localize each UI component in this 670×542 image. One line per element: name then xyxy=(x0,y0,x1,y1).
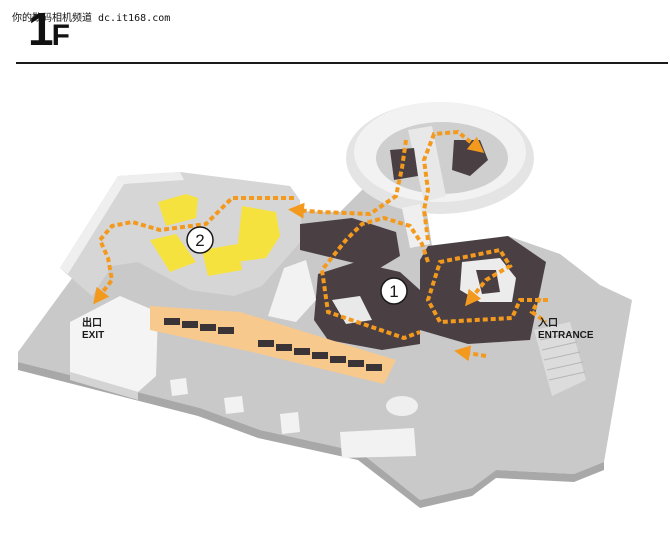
watermark-text: 你的数码相机频道 dc.it168.com xyxy=(12,13,171,24)
west-wing xyxy=(60,172,302,296)
route-to-rotunda xyxy=(421,129,485,241)
visitor-route xyxy=(93,129,548,362)
marker-1: 1 xyxy=(380,277,408,305)
floor-title: 1F xyxy=(28,6,70,52)
entrance-stairs xyxy=(534,322,586,396)
floor-suffix: F xyxy=(51,19,70,52)
route-center-loop xyxy=(319,215,430,341)
exit-label-en: EXIT xyxy=(82,330,104,341)
marker-2-label: 2 xyxy=(195,231,204,250)
rotunda xyxy=(346,102,534,214)
route-west-wing xyxy=(93,196,294,305)
route-entrance-hook xyxy=(529,297,548,324)
route-entry-arrow xyxy=(454,345,487,362)
route-rotunda-out xyxy=(288,139,408,219)
pedestals xyxy=(170,378,418,458)
exit-block xyxy=(70,296,158,400)
display-corridor xyxy=(150,306,396,384)
east-exhibition-area xyxy=(402,204,546,344)
entrance-label-cn: 入口 xyxy=(538,317,558,329)
floor-number: 1 xyxy=(28,3,54,55)
entrance-label-en: ENTRANCE xyxy=(538,330,594,341)
yellow-room-4 xyxy=(202,244,242,276)
marker-2: 2 xyxy=(186,226,214,254)
title-divider xyxy=(16,62,668,64)
route-entrance-loop xyxy=(425,247,548,325)
marker-1-label: 1 xyxy=(389,282,398,301)
yellow-rooms xyxy=(150,194,280,276)
yellow-room-2 xyxy=(150,234,196,272)
yellow-room-1 xyxy=(158,194,198,226)
exit-label-cn: 出口 xyxy=(82,316,102,329)
yellow-room-3 xyxy=(236,206,280,262)
